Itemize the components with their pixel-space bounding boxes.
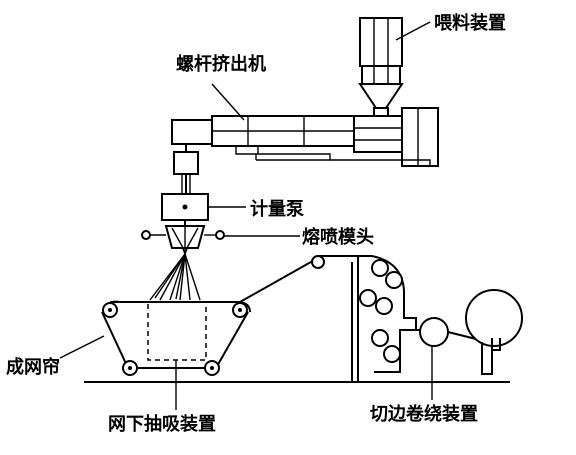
extruder-assembly (171, 107, 439, 167)
meter-pump (161, 193, 246, 226)
melt-filter (173, 151, 199, 175)
web-path (239, 255, 372, 303)
feeder-funnel (358, 83, 404, 109)
winder-roller-3 (359, 289, 377, 307)
die-air-inlet-left (141, 230, 151, 240)
feeder-hopper-top (359, 17, 403, 67)
suction-box (147, 301, 207, 361)
winder-roller-6 (383, 345, 401, 363)
winding-drum (419, 317, 449, 347)
suction-label: 网下抽吸装置 (108, 413, 216, 435)
melt-line (173, 144, 199, 194)
meter-pump-label: 计量泵 (250, 198, 304, 220)
extruder-motor (401, 107, 439, 167)
extruder-base (235, 146, 431, 166)
fiber-stream (149, 253, 201, 301)
feeder-assembly (358, 17, 404, 119)
winder-roller-1 (371, 259, 389, 277)
guide-roller-top (311, 255, 325, 269)
edge-winder (351, 255, 523, 400)
die-air-inlet-right (215, 230, 225, 240)
feeder-label: 喂料装置 (434, 12, 506, 34)
feeder-middle (361, 65, 401, 85)
forming-belt (59, 300, 251, 410)
meltblown-die-label: 熔喷模头 (302, 226, 374, 248)
winder-roller-4 (375, 297, 393, 315)
winder-roller-2 (385, 271, 403, 289)
product-roll (465, 289, 523, 347)
extruder-leader (211, 83, 245, 121)
extruder-head (171, 119, 213, 145)
winder-roller-5 (371, 329, 389, 347)
web-upper (239, 257, 319, 303)
extruder-label: 螺杆挤出机 (176, 53, 266, 75)
extruder-feed-block (353, 115, 403, 153)
meltblown-die (141, 225, 300, 301)
edge-winder-label: 切边卷绕装置 (370, 403, 478, 425)
feeder-leader (395, 21, 431, 41)
forming-belt-leader (59, 335, 105, 359)
forming-belt-label: 成网帘 (6, 356, 60, 378)
